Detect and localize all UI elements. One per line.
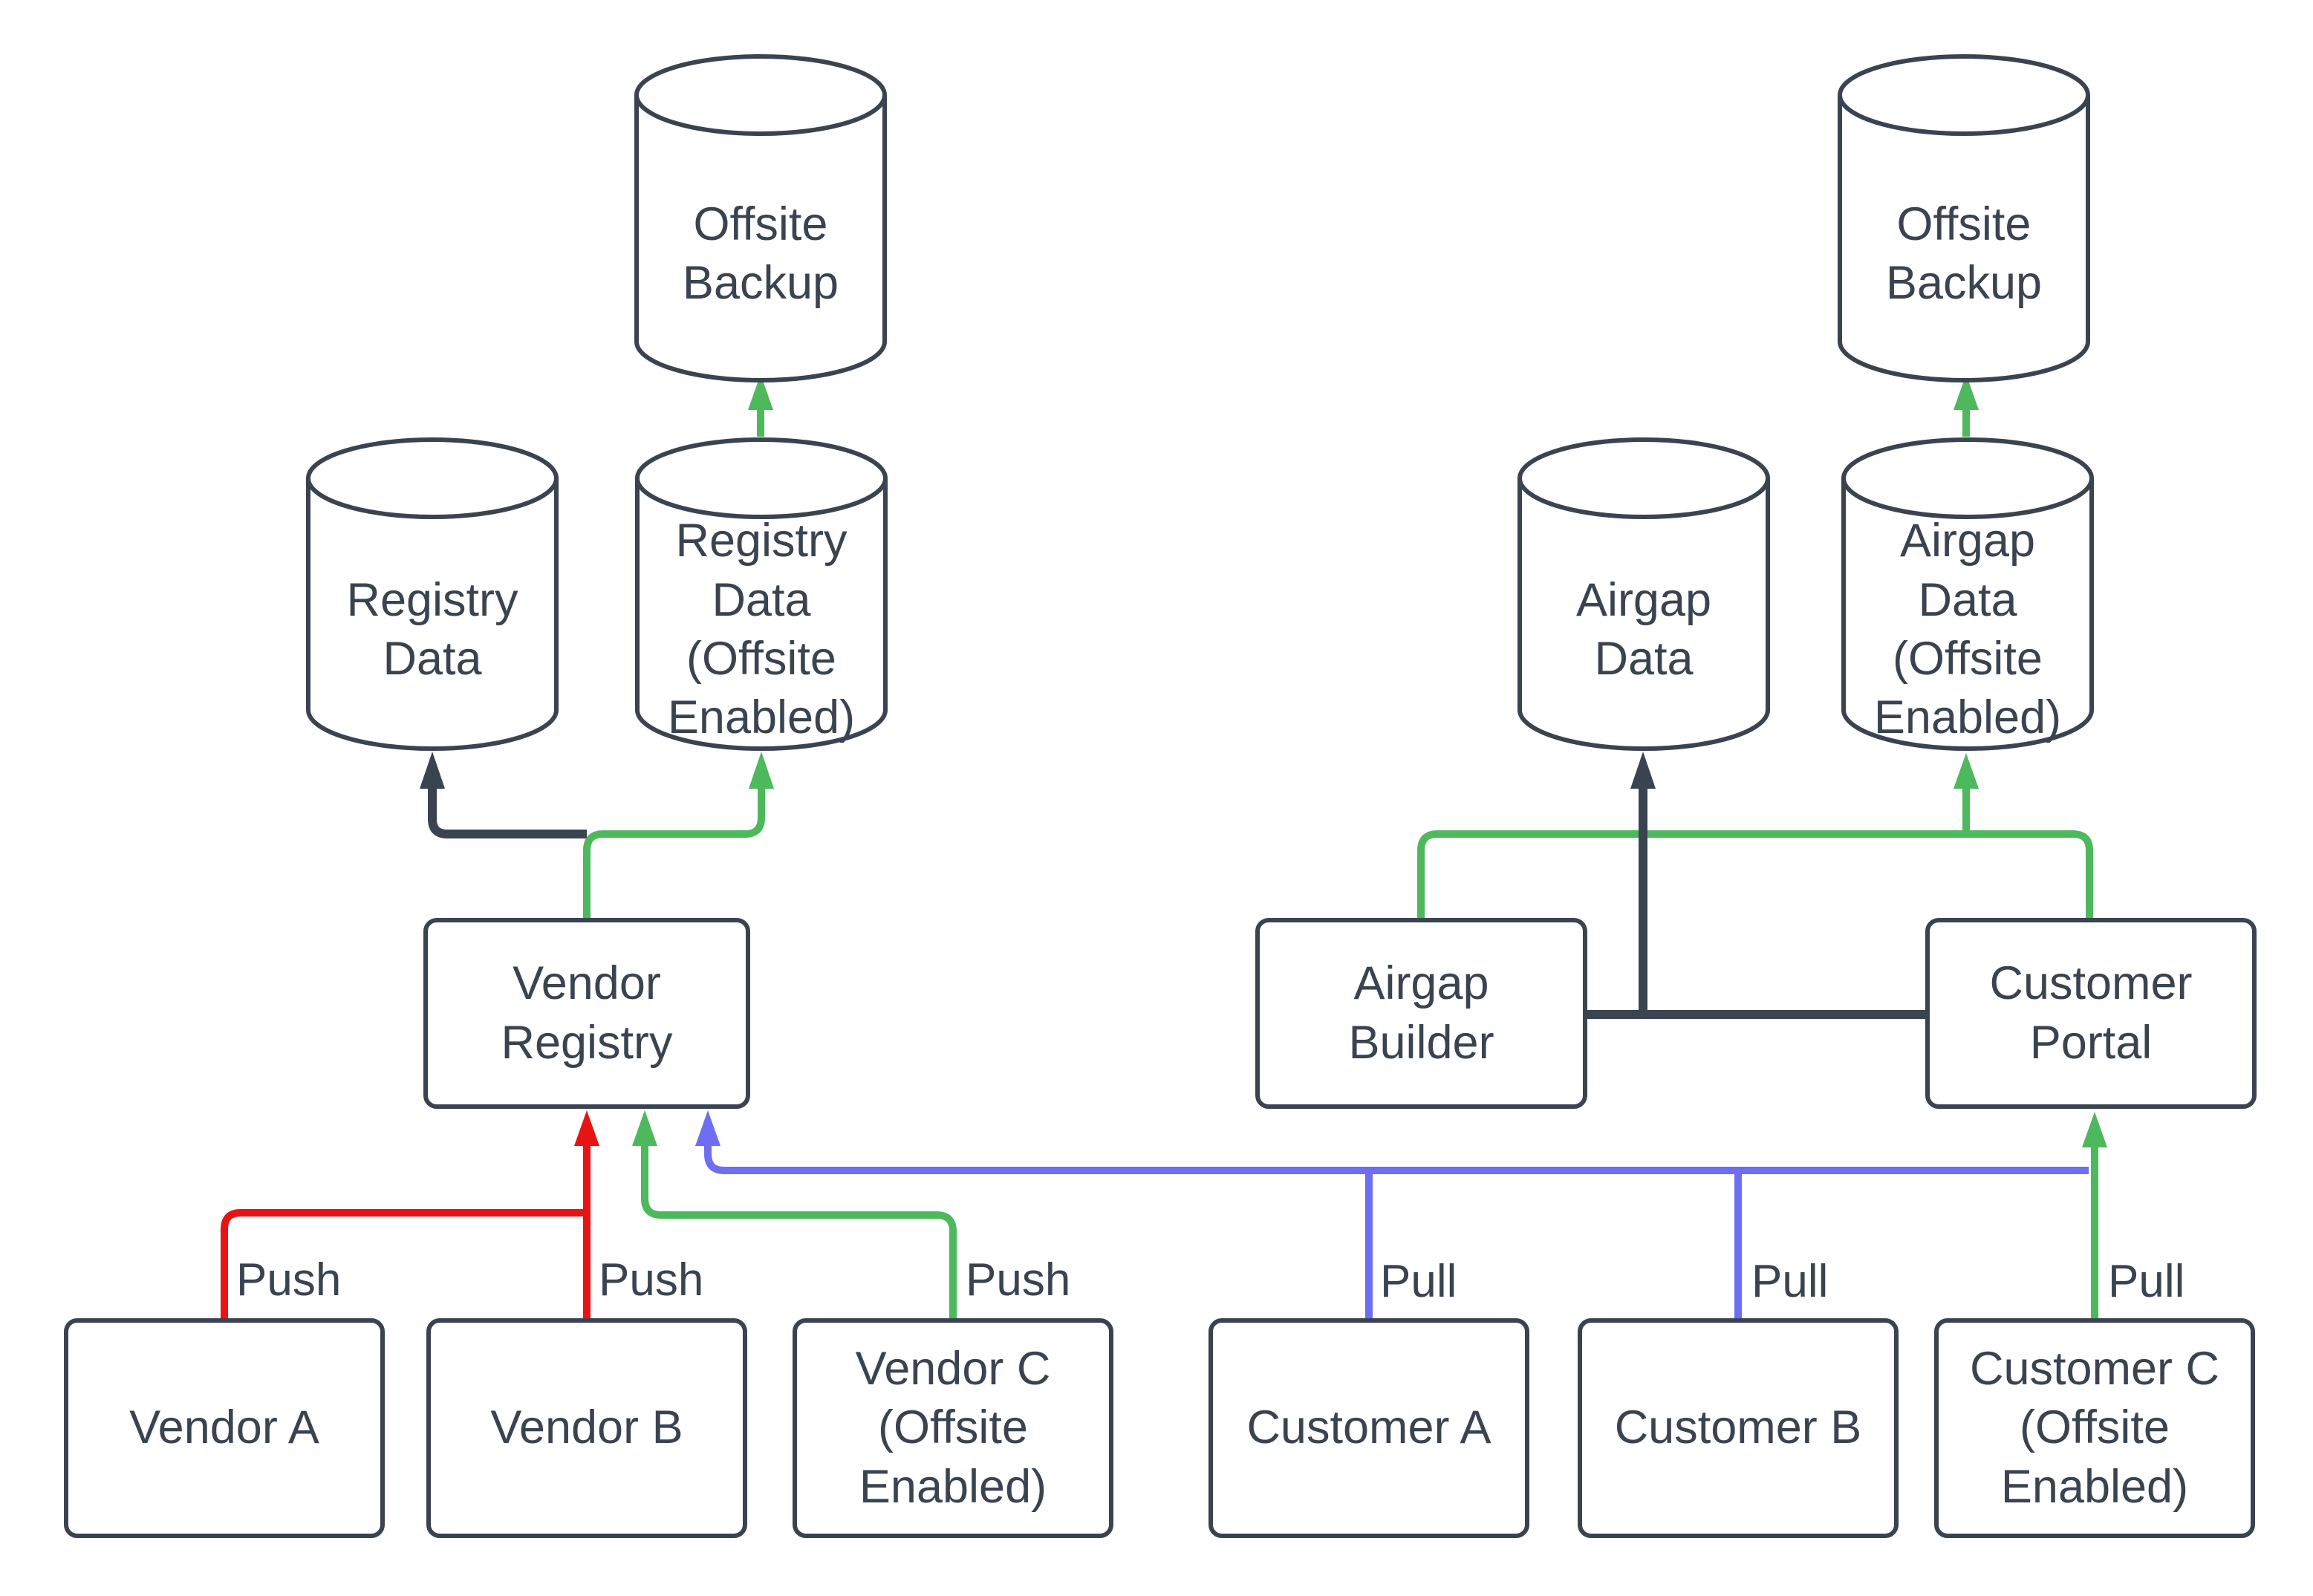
node-customer-c: Customer C (Offsite Enabled) xyxy=(1934,1318,2255,1538)
cylinder-shape xyxy=(634,54,887,382)
node-registry-data-offsite: Registry Data (Offsite Enabled) xyxy=(634,437,888,752)
edge-vendor-registry-to-registry-data xyxy=(428,789,587,838)
edge-customers-to-vendor-registry xyxy=(704,1146,2089,1174)
edge-vendor-a-to-vendor-registry xyxy=(221,1209,587,1318)
arrowhead-registry-data-offsite xyxy=(749,752,774,789)
node-label: Airgap Builder xyxy=(1348,957,1494,1069)
arrowhead-registry-data xyxy=(420,752,445,789)
cylinder-shape xyxy=(1841,437,2094,751)
node-airgap-data: Airgap Data xyxy=(1517,437,1771,752)
node-offsite-backup-right: Offsite Backup xyxy=(1837,53,2091,383)
node-label: Registry Data (Offsite Enabled) xyxy=(667,515,856,744)
arrowhead-offsite-backup-left xyxy=(748,374,773,410)
edge-label-pull-customer-a: Pull xyxy=(1380,1256,1457,1307)
edge-label-push-vendor-c: Push xyxy=(966,1254,1071,1306)
edge-label-pull-customer-b: Pull xyxy=(1751,1256,1829,1307)
arrowhead-vendor-registry-blue xyxy=(695,1110,720,1146)
node-label: Vendor Registry xyxy=(501,957,673,1069)
node-vendor-b: Vendor B xyxy=(426,1318,747,1538)
node-airgap-data-offsite: Airgap Data (Offsite Enabled) xyxy=(1841,437,2095,752)
node-label: Vendor C (Offsite Enabled) xyxy=(855,1342,1051,1513)
node-label: Vendor B xyxy=(490,1401,683,1454)
edge-label-push-vendor-a: Push xyxy=(236,1254,342,1306)
node-vendor-a: Vendor A xyxy=(64,1318,385,1538)
node-vendor-c: Vendor C (Offsite Enabled) xyxy=(793,1318,1113,1538)
node-label: Airgap Data xyxy=(1575,573,1712,685)
node-label: Customer B xyxy=(1614,1401,1862,1454)
node-label: Offsite Backup xyxy=(1885,198,2043,309)
edge-label-pull-customer-c: Pull xyxy=(2108,1256,2185,1307)
node-label: Customer A xyxy=(1246,1401,1491,1454)
node-vendor-registry: Vendor Registry xyxy=(423,918,750,1109)
node-label: Vendor A xyxy=(129,1401,319,1454)
arrowhead-airgap-data xyxy=(1630,752,1656,789)
arrowhead-offsite-backup-right xyxy=(1953,374,1979,410)
edge-builder-portal-union xyxy=(1417,830,2093,918)
node-customer-portal: Customer Portal xyxy=(1925,918,2257,1109)
node-customer-b: Customer B xyxy=(1578,1318,1899,1538)
cylinder-shape xyxy=(635,437,888,751)
edge-vendor-c-to-vendor-registry xyxy=(641,1146,957,1318)
node-label: Registry Data xyxy=(346,573,518,685)
node-label: Customer C (Offsite Enabled) xyxy=(1969,1342,2220,1513)
node-airgap-builder: Airgap Builder xyxy=(1255,918,1587,1109)
edge-vendor-registry-to-registry-data-offsite xyxy=(583,789,765,918)
edge-label-push-vendor-b: Push xyxy=(599,1254,704,1306)
node-label: Customer Portal xyxy=(1989,957,2193,1069)
cylinder-shape xyxy=(1838,54,2090,382)
cylinder-shape xyxy=(306,437,559,751)
node-offsite-backup-left: Offsite Backup xyxy=(634,53,888,383)
arrowhead-airgap-data-offsite xyxy=(1953,753,1979,789)
arrowhead-vendor-registry-red xyxy=(574,1110,599,1146)
node-label: Airgap Data (Offsite Enabled) xyxy=(1873,515,2062,744)
cylinder-shape xyxy=(1517,437,1770,751)
arrowhead-vendor-registry-green xyxy=(632,1110,657,1146)
node-customer-a: Customer A xyxy=(1208,1318,1529,1538)
arrowhead-customer-portal xyxy=(2082,1112,2107,1147)
node-registry-data: Registry Data xyxy=(305,437,559,752)
node-label: Offsite Backup xyxy=(682,198,839,309)
